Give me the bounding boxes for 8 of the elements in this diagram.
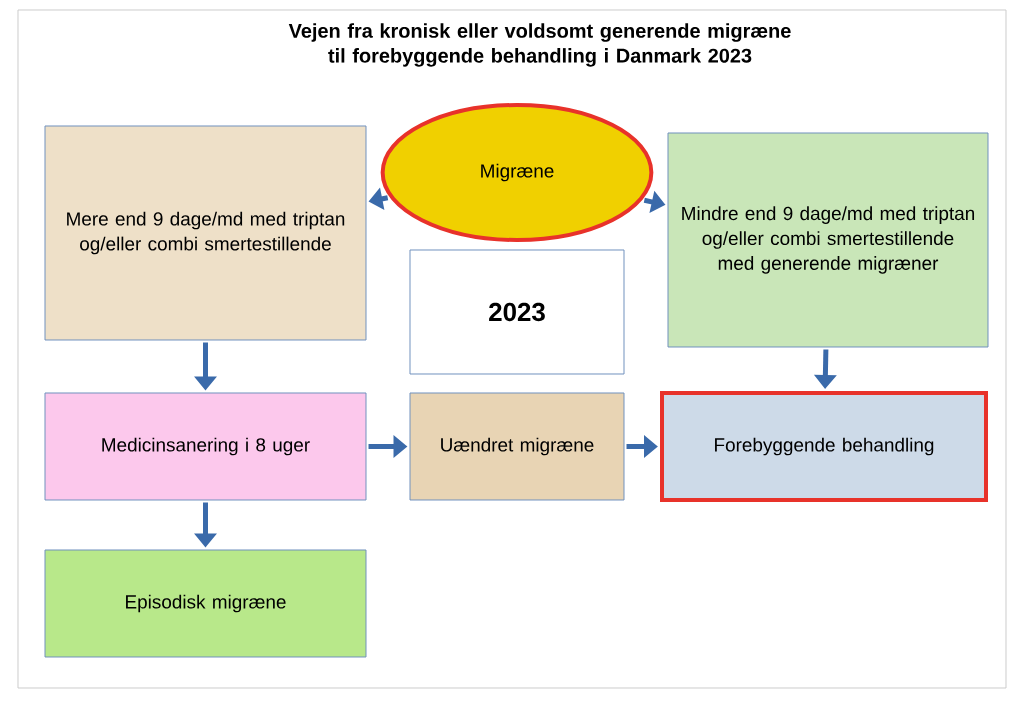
process-box: Episodisk migræne: [44, 549, 367, 658]
process-box: Uændret migræne: [409, 392, 625, 501]
process-box: Mere end 9 dage/md med triptan og/eller combi smertestillende: [44, 125, 367, 341]
process-box: Mindre end 9 dage/md med triptan og/eller combi smertestillende med generende migræner: [667, 132, 989, 348]
process-box: Forebyggende behandling: [660, 391, 988, 502]
process-box: 2023: [409, 249, 625, 375]
process-box: Medicinsanering i 8 uger: [44, 392, 367, 501]
title: Vejen fra kronisk eller voldsomt generende migræne til forebyggende behandling i Danmark 2023: [288, 23, 791, 67]
